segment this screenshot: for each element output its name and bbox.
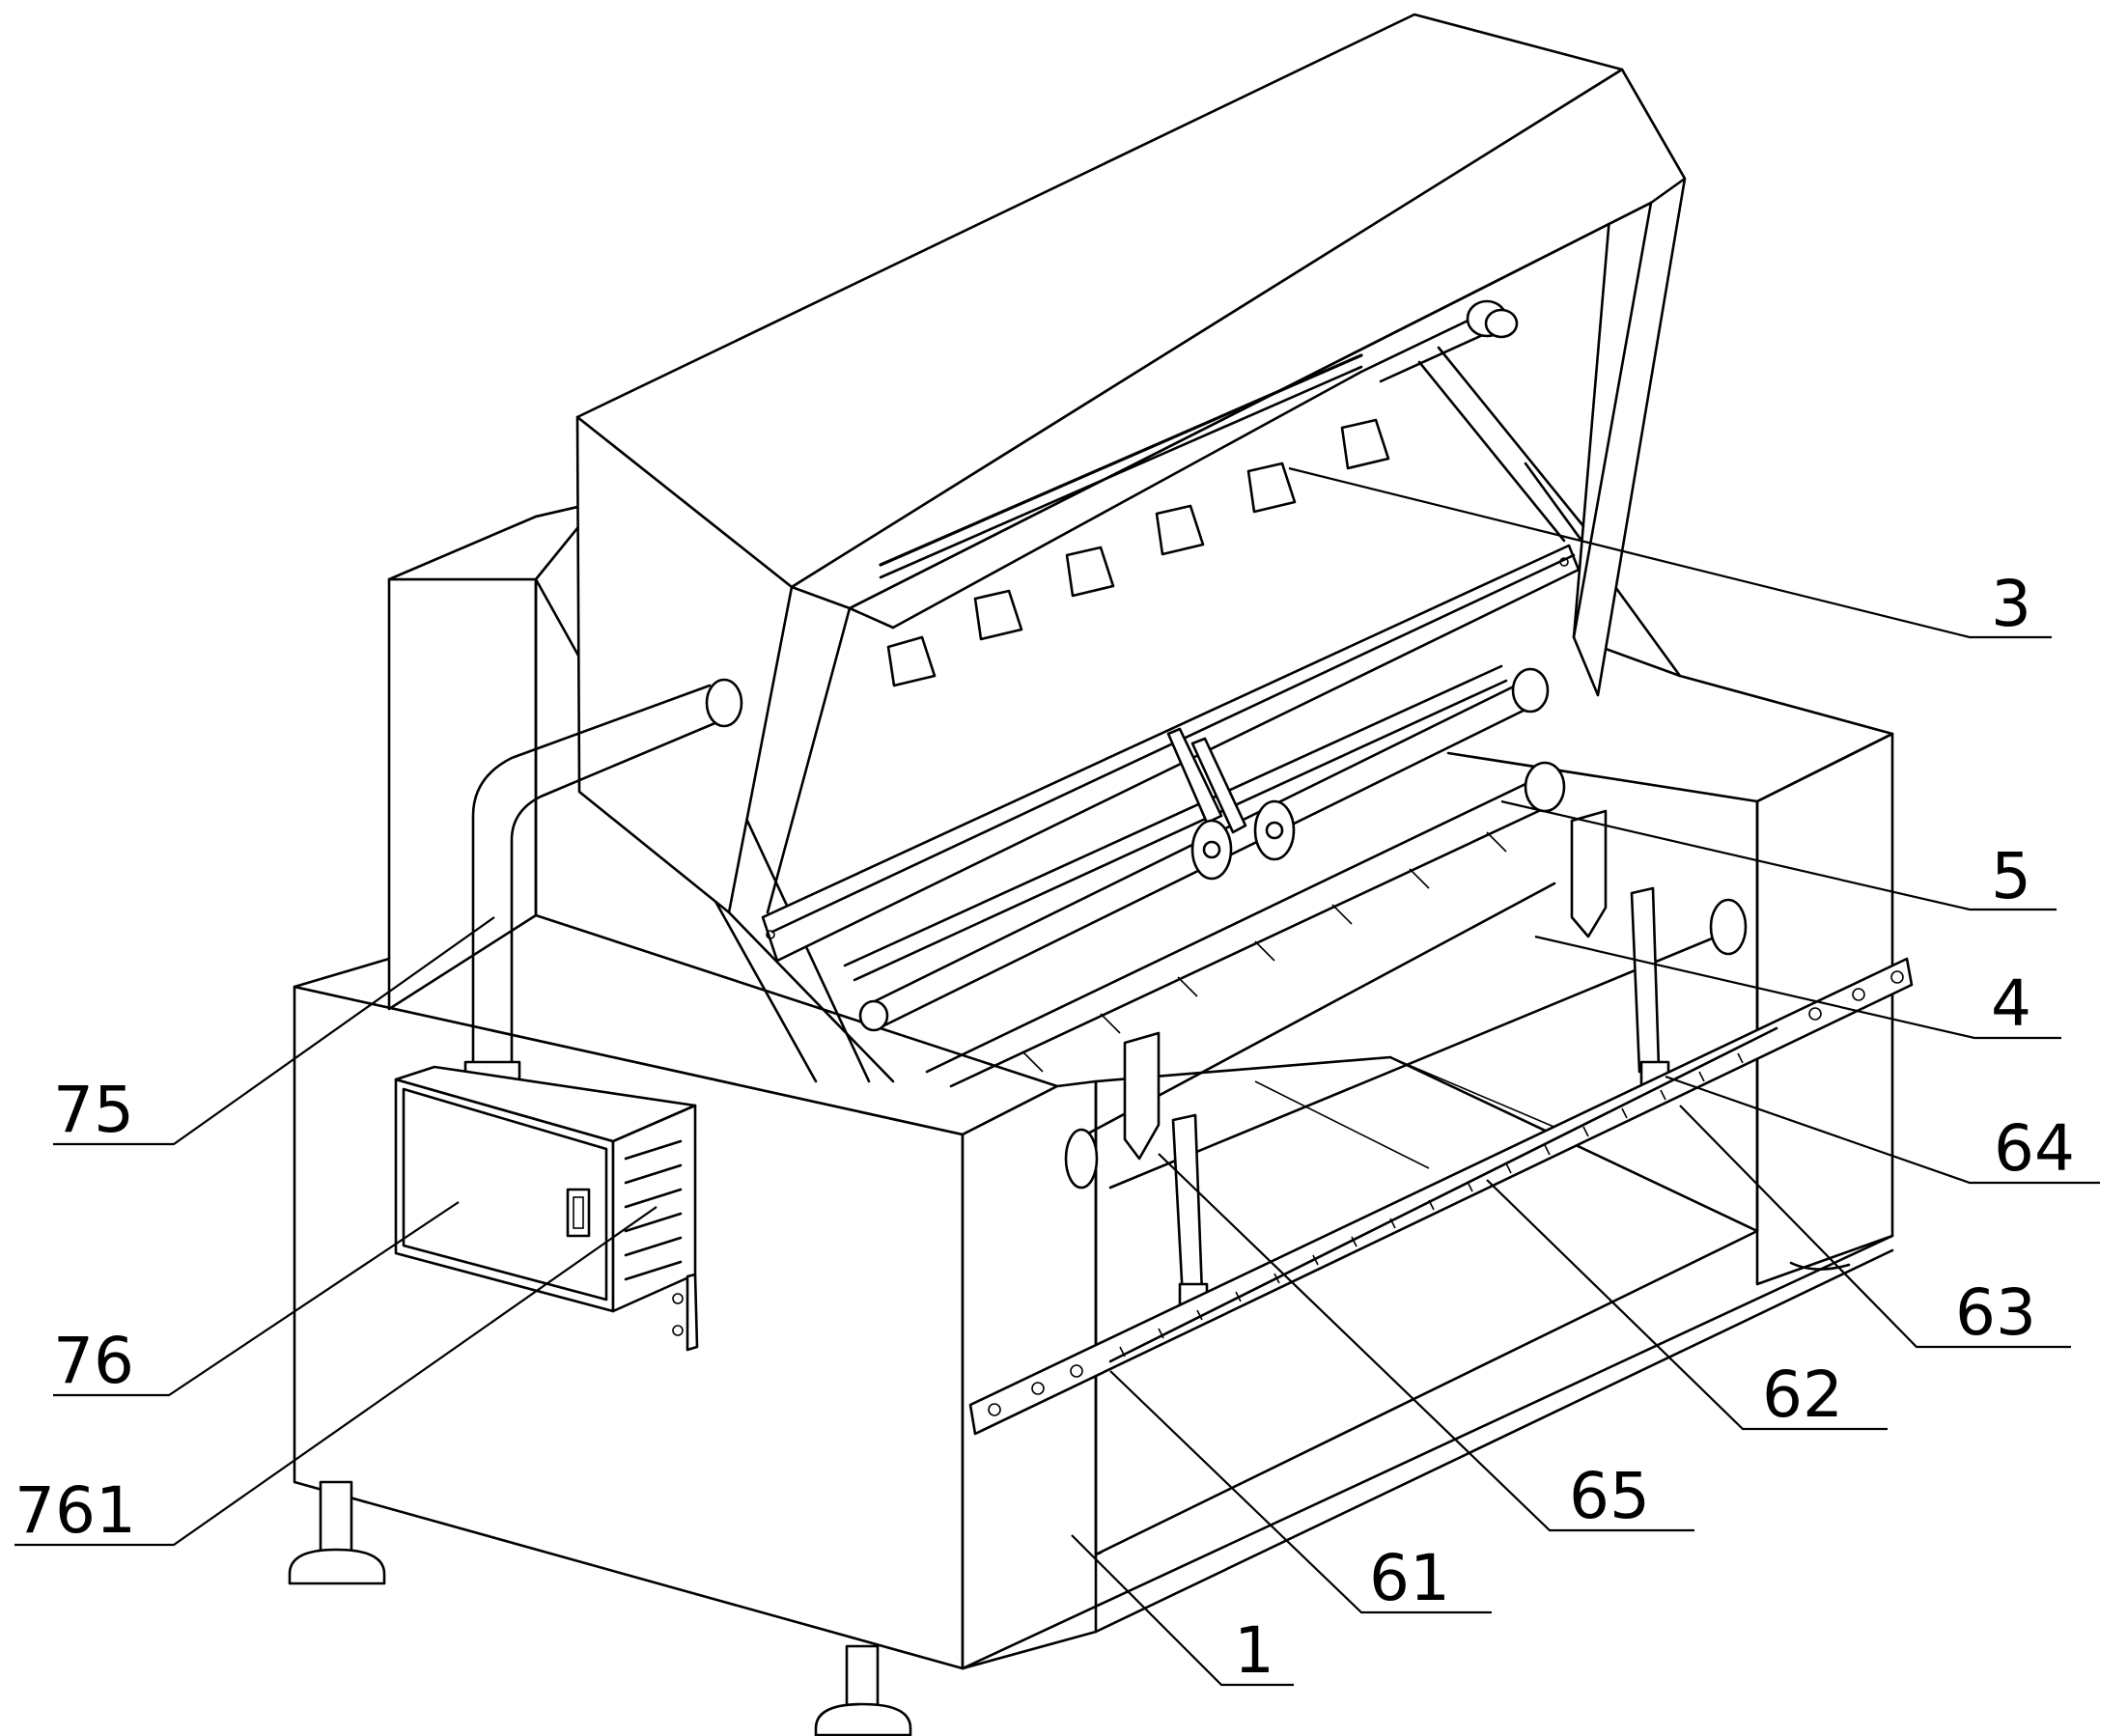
label-761: 761 (14, 1473, 136, 1548)
label-75: 75 (53, 1073, 134, 1147)
label-3: 3 (1991, 567, 2031, 641)
label-64: 64 (1994, 1111, 2075, 1186)
upper-hood (577, 14, 1685, 1081)
label-76: 76 (53, 1324, 134, 1398)
label-62: 62 (1762, 1358, 1843, 1432)
label-63: 63 (1955, 1275, 2036, 1350)
label-65: 65 (1569, 1459, 1650, 1533)
blade-holder-right (1572, 811, 1668, 1091)
label-5: 5 (1991, 839, 2031, 913)
label-1: 1 (1234, 1613, 1274, 1688)
clamp-assembly (1168, 729, 1294, 879)
label-4: 4 (1991, 966, 2031, 1041)
label-61: 61 (1369, 1541, 1450, 1615)
